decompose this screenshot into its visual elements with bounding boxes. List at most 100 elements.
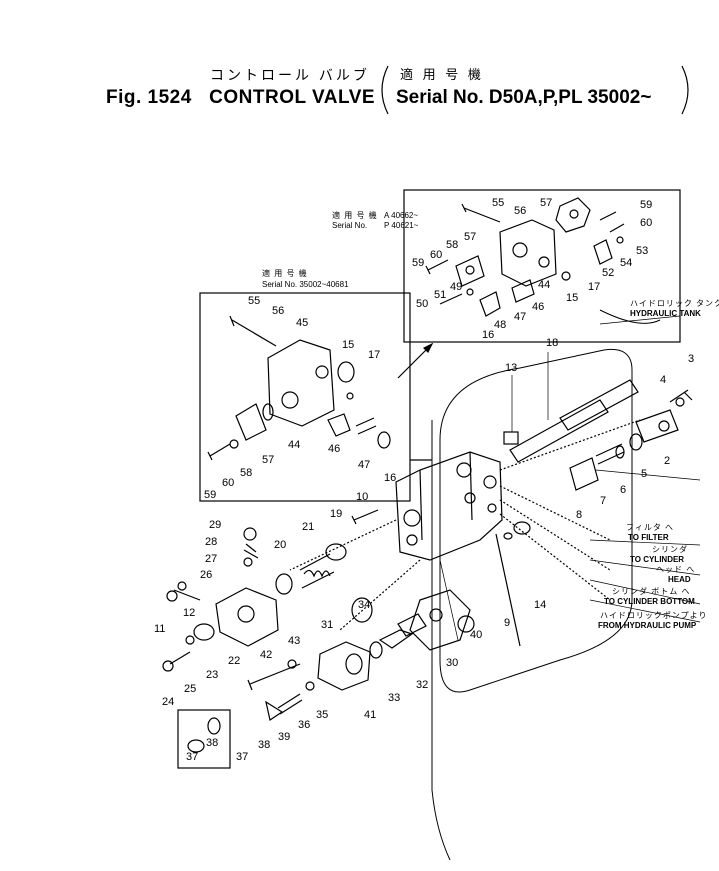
part-name: CONTROL VALVE [209, 87, 376, 108]
part-number: 56 [272, 305, 285, 317]
part-number: 32 [416, 679, 429, 691]
part-number: 40 [470, 629, 483, 641]
part-number: 17 [368, 349, 381, 361]
inset-upper-serial-p: P 40621~ [384, 221, 419, 230]
part-number: 37 [236, 751, 249, 763]
part-number: 55 [492, 197, 505, 209]
part-number: 57 [464, 231, 477, 243]
part-number: 31 [321, 619, 334, 631]
part-number: 6 [620, 484, 627, 496]
part-number: 48 [494, 319, 507, 331]
part-number: 7 [600, 495, 607, 507]
hydraulic-tank-jp: ハイドロリック タンク [630, 299, 719, 308]
part-number: 38 [206, 737, 219, 749]
part-number: 22 [228, 655, 241, 667]
part-number: 45 [296, 317, 309, 329]
part-number: 50 [416, 298, 429, 310]
inset-upper-serial-prefix: Serial No. [332, 221, 368, 230]
part-number: 9 [504, 617, 511, 629]
applicability-japanese: 適 用 号 機 [400, 67, 484, 82]
part-number: 34 [358, 599, 371, 611]
part-number: 27 [205, 553, 218, 565]
to-cylinder-bottom-label: TO CYLINDER BOTTOM [604, 597, 695, 606]
part-number: 46 [328, 443, 341, 455]
part-number: 57 [262, 454, 275, 466]
part-number: 46 [532, 301, 545, 313]
part-number: 12 [183, 607, 196, 619]
part-number: 59 [204, 489, 217, 501]
part-number: 33 [388, 692, 401, 704]
part-number: 56 [514, 205, 527, 217]
part-number: 53 [636, 245, 649, 257]
part-number: 60 [430, 249, 443, 261]
part-number: 25 [184, 683, 197, 695]
cyl-head-jp1: シリンダ [652, 545, 688, 554]
part-number: 28 [205, 536, 218, 548]
part-number: 26 [200, 569, 213, 581]
part-number: 3 [688, 353, 695, 365]
part-number: 21 [302, 521, 315, 533]
cyl-bottom-jp: シリンダ ボトム へ [612, 587, 691, 596]
part-number: 13 [505, 362, 518, 374]
part-number: 55 [248, 295, 261, 307]
part-number: 57 [540, 197, 553, 209]
inset-left-jp: 適 用 号 機 [262, 269, 308, 278]
part-number: 44 [538, 279, 551, 291]
part-number: 35 [316, 709, 329, 721]
part-number: 17 [588, 281, 601, 293]
part-number: 38 [258, 739, 271, 751]
part-number: 59 [640, 199, 653, 211]
part-number: 29 [209, 519, 222, 531]
part-number: 8 [576, 509, 583, 521]
part-number: 10 [356, 491, 369, 503]
from-hydraulic-pump-label: FROM HYDRAULIC PUMP [598, 621, 697, 630]
serial-applicability: Serial No. D50A,P,PL 35002~ [396, 87, 652, 108]
part-number: 58 [446, 239, 459, 251]
part-number: 36 [298, 719, 311, 731]
inset-left-serial: Serial No. 35002~40681 [262, 280, 349, 289]
part-number: 15 [342, 339, 355, 351]
part-number: 41 [364, 709, 377, 721]
part-number: 51 [434, 289, 447, 301]
part-number: 60 [640, 217, 653, 229]
part-number: 16 [482, 329, 495, 341]
part-number: 16 [384, 472, 397, 484]
part-number: 14 [534, 599, 547, 611]
part-number: 15 [566, 292, 579, 304]
pump-jp: ハイドロリックポンプより [600, 611, 708, 620]
part-number: 60 [222, 477, 235, 489]
part-number: 47 [514, 311, 527, 323]
hydraulic-tank-label: HYDRAULIC TANK [630, 309, 701, 318]
part-number: 39 [278, 731, 291, 743]
figure-label: Fig. 1524 [106, 87, 192, 108]
part-number: 4 [660, 374, 667, 386]
inset-upper-jp: 適 用 号 機 [332, 211, 378, 220]
part-number: 24 [162, 696, 175, 708]
part-number: 2 [664, 455, 671, 467]
part-number: 47 [358, 459, 371, 471]
japanese-title: コントロール バルブ [210, 67, 370, 83]
inset-upper-serial-a: A 40662~ [384, 211, 419, 220]
part-number: 59 [412, 257, 425, 269]
part-number: 49 [450, 281, 463, 293]
part-number: 5 [641, 468, 648, 480]
part-number: 44 [288, 439, 301, 451]
part-number: 54 [620, 257, 633, 269]
to-filter-label: TO FILTER [628, 533, 669, 542]
head-label: HEAD [668, 575, 691, 584]
part-number: 58 [240, 467, 253, 479]
to-filter-jp: フィルタ へ [626, 523, 675, 532]
to-cylinder-label: TO CYLINDER [630, 555, 685, 564]
part-number: 37 [186, 751, 199, 763]
part-number: 18 [546, 337, 559, 349]
part-number: 11 [154, 623, 166, 635]
part-number: 30 [446, 657, 459, 669]
part-number: 52 [602, 267, 615, 279]
part-number: 19 [330, 508, 343, 520]
part-number: 23 [206, 669, 219, 681]
figure-title: Fig. 1524 CONTROL VALVE [106, 88, 375, 107]
part-number: 20 [274, 539, 287, 551]
cyl-head-jp2: ヘッド へ [656, 565, 696, 574]
